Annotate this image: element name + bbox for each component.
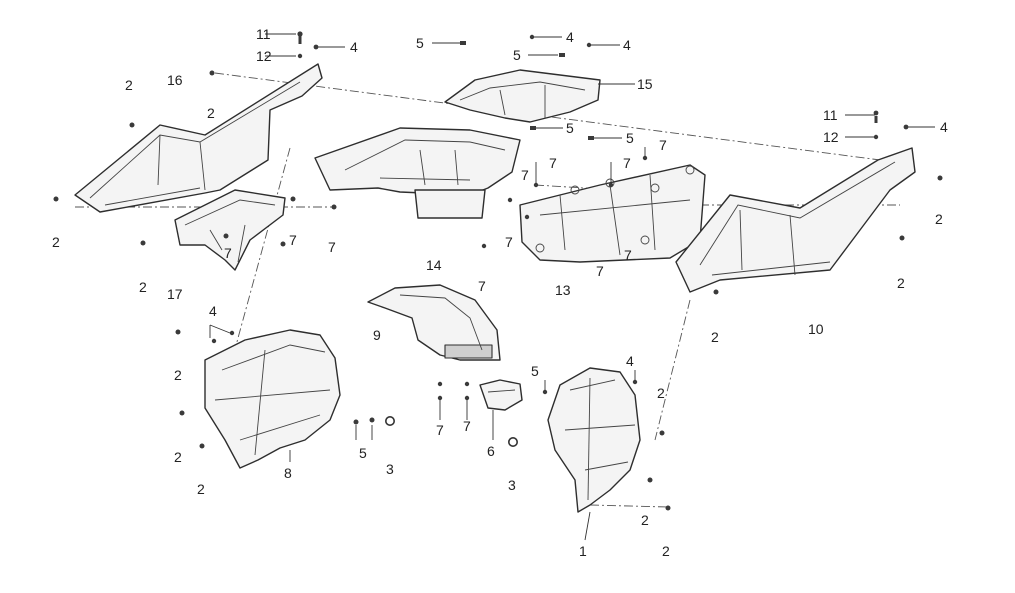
callout-7: 7 [289,232,297,248]
fasteners [53,31,943,511]
callout-16: 16 [167,72,183,88]
callout-11: 11 [823,107,838,123]
callout-7: 7 [549,155,557,171]
callout-5: 5 [359,445,367,461]
callout-5: 5 [513,47,521,63]
callout-5: 5 [626,130,634,146]
callout-2: 2 [139,279,147,295]
left-lower-bracket [174,189,286,271]
callout-14: 14 [426,257,442,273]
callout-7: 7 [624,247,632,263]
left-front-fender [204,329,341,469]
storage-box [314,127,521,219]
callout-11: 11 [256,26,271,42]
callout-13: 13 [555,282,571,298]
callout-7: 7 [224,245,232,261]
callout-12: 12 [256,48,272,64]
callout-6: 6 [487,443,495,459]
callout-2: 2 [711,329,719,345]
callout-17: 17 [167,286,183,302]
callout-1: 1 [579,543,587,559]
callout-4: 4 [566,29,574,45]
callout-7: 7 [463,418,471,434]
callout-2: 2 [641,512,649,528]
leader-lines [209,33,935,541]
callout-2: 2 [935,211,943,227]
left-side-panel [74,63,323,213]
callout-2: 2 [52,234,60,250]
right-front-fender [547,367,641,513]
part-number-callouts: 11 12 4 2 16 2 2 2 17 7 7 7 5 4 5 4 15 5… [52,26,948,559]
center-inner-panel [519,164,706,263]
callout-10: 10 [808,321,824,337]
callout-2: 2 [174,449,182,465]
callout-7: 7 [521,167,529,183]
callout-8: 8 [284,465,292,481]
callout-2: 2 [207,105,215,121]
callout-7: 7 [659,137,667,153]
callout-2: 2 [174,367,182,383]
inner-fender [367,284,501,361]
callout-4: 4 [350,39,358,55]
assembly-line-bottom [589,504,669,508]
callout-5: 5 [531,363,539,379]
callout-9: 9 [373,327,381,343]
callout-7: 7 [328,239,336,255]
washers [384,415,518,447]
front-bracket [479,379,523,411]
assembly-line-left-vertical [231,147,291,361]
callout-7: 7 [505,234,513,250]
assembly-line-right-vertical [654,299,691,441]
callout-3: 3 [508,477,516,493]
callout-7: 7 [478,278,486,294]
callout-4: 4 [940,119,948,135]
callout-2: 2 [197,481,205,497]
callout-2: 2 [657,385,665,401]
callout-3: 3 [386,461,394,477]
callout-4: 4 [209,303,217,319]
callout-7: 7 [436,422,444,438]
callout-5: 5 [416,35,424,51]
callout-15: 15 [637,76,653,92]
callout-12: 12 [823,129,839,145]
right-side-panel [675,147,916,293]
callout-4: 4 [623,37,631,53]
callout-2: 2 [897,275,905,291]
callout-7: 7 [623,155,631,171]
callout-4: 4 [626,353,634,369]
callout-7: 7 [596,263,604,279]
rear-rack-bracket [444,69,601,123]
callout-2: 2 [125,77,133,93]
callout-2: 2 [662,543,670,559]
callout-5: 5 [566,120,574,136]
